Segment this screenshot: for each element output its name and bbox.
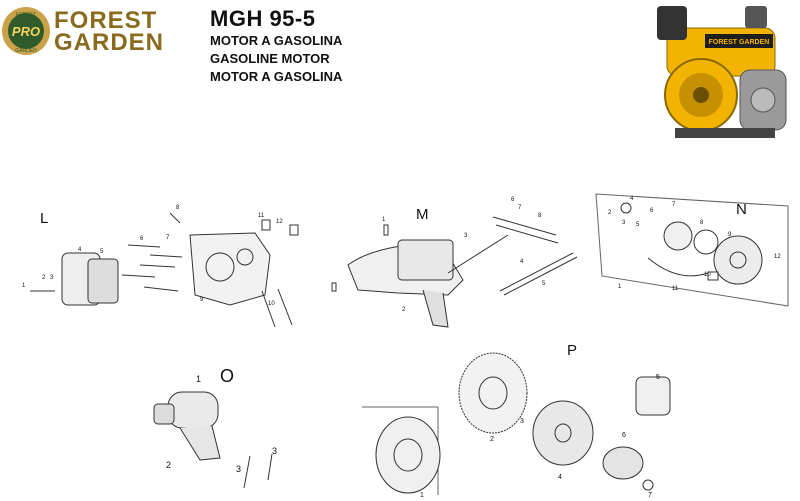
callout-n-7: 7 (672, 202, 676, 208)
callout-l-6: 6 (140, 236, 144, 242)
callout-l-9: 9 (200, 297, 204, 303)
callout-p-2: 2 (490, 436, 494, 443)
brand-line1: FOREST (54, 7, 158, 34)
callout-m-3: 3 (464, 233, 468, 239)
logo-badge-text: PRO (12, 24, 40, 39)
diagram-o-electric-starter: 1 2 3 3 (153, 374, 277, 489)
gasoline-engine-icon: FOREST GARDEN (657, 6, 787, 138)
engine-photo: FOREST GARDEN (645, 0, 800, 145)
callout-m-4: 4 (520, 259, 524, 265)
callout-l-5: 5 (100, 249, 104, 255)
callout-n-1: 1 (618, 284, 622, 290)
callout-m-6: 6 (511, 197, 515, 203)
diagram-m-governor: 1 2 3 4 5 6 7 8 (331, 197, 578, 328)
model-title: MGH 95-5 (210, 6, 316, 31)
callout-o-2: 2 (166, 460, 171, 470)
callout-p-3: 3 (520, 418, 524, 425)
callout-m-5: 5 (542, 281, 546, 287)
callout-l-11: 11 (258, 213, 265, 219)
callout-p-5: 5 (656, 374, 660, 381)
callout-n-10: 10 (704, 272, 711, 278)
callout-n-11: 11 (672, 286, 679, 292)
callout-o-3a: 3 (236, 464, 241, 474)
section-label-n: N (736, 201, 747, 218)
callout-m-2: 2 (402, 307, 406, 313)
callout-p-4: 4 (558, 474, 562, 481)
callout-l-1: 1 (22, 283, 26, 289)
callout-n-4: 4 (630, 196, 634, 202)
diagram-l-cylinder-head: 1 2 3 4 5 6 7 8 9 10 11 12 (22, 205, 299, 328)
callout-l-12: 12 (276, 219, 283, 225)
callout-n-3: 3 (622, 220, 626, 226)
section-label-m: M (416, 206, 429, 223)
callout-n-6: 6 (650, 208, 654, 214)
callout-p-1: 1 (420, 492, 424, 499)
section-label-l: L (40, 210, 49, 227)
callout-m-8: 8 (538, 213, 542, 219)
callout-n-8: 8 (700, 220, 704, 226)
logo-emblem-icon: PRO FOREST GARDEN (2, 7, 50, 55)
callout-l-2: 2 (42, 275, 46, 281)
logo-ring-top: FOREST (16, 12, 36, 18)
callout-l-8: 8 (176, 205, 180, 211)
callout-m-7: 7 (518, 205, 522, 211)
callout-o-3b: 3 (272, 446, 277, 456)
diagram-p-flywheel: 1 2 3 4 5 6 7 (362, 352, 671, 499)
callout-l-4: 4 (78, 247, 82, 253)
description-es: MOTOR A GASOLINA (210, 33, 343, 48)
callout-p-6: 6 (622, 432, 626, 439)
brand-logo: PRO FOREST GARDEN FOREST GARDEN (0, 6, 190, 56)
description-pt: MOTOR A GASOLINA (210, 69, 343, 84)
callout-l-7: 7 (166, 235, 170, 241)
callout-n-2: 2 (608, 210, 612, 216)
section-label-p: P (567, 342, 578, 359)
callout-m-1: 1 (382, 217, 386, 223)
callout-l-10: 10 (268, 301, 275, 307)
diagram-n-recoil-starter: 1 2 3 4 5 6 7 8 9 10 11 12 (595, 193, 789, 307)
callout-l-3: 3 (50, 275, 54, 281)
callout-n-12: 12 (774, 254, 781, 260)
section-label-o: O (220, 366, 235, 386)
callout-n-5: 5 (636, 222, 640, 228)
description-en: GASOLINE MOTOR (210, 51, 330, 66)
logo-ring-bottom: GARDEN (15, 48, 37, 54)
brand-line2: GARDEN (54, 29, 165, 56)
engine-badge-text: FOREST GARDEN (709, 39, 770, 46)
callout-n-9: 9 (728, 232, 732, 238)
callout-o-1: 1 (196, 374, 201, 384)
callout-p-7: 7 (648, 492, 652, 499)
